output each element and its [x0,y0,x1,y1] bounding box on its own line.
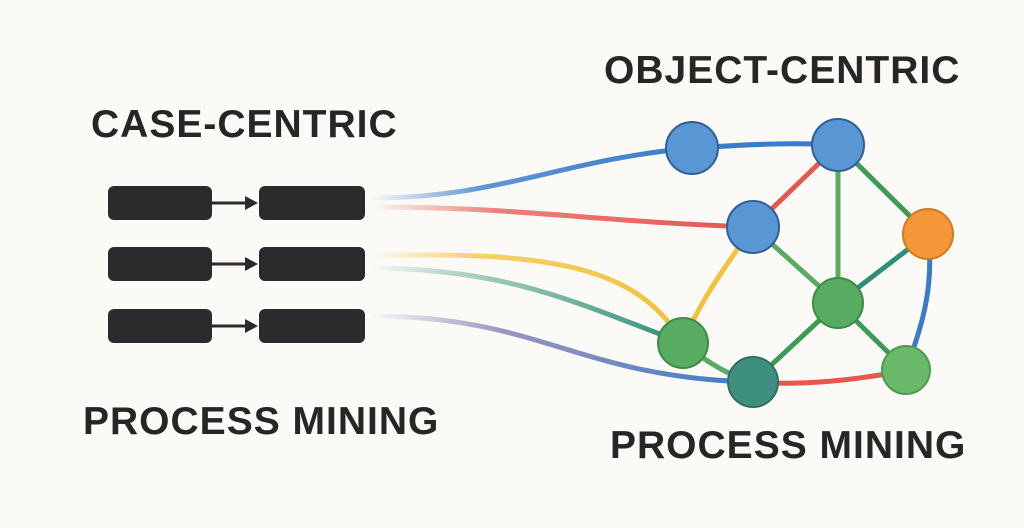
object-centric-title: OBJECT-CENTRIC [604,49,961,92]
case-centric-title: CASE-CENTRIC [91,103,398,146]
node-green-center [812,277,864,329]
sequence-arrow-head [245,319,258,333]
case-centric-subtitle: PROCESS MINING [83,400,440,443]
case-sequence-row [108,186,365,220]
node-blue-top-right [811,118,865,172]
flow-connector-yellow [371,252,686,345]
sequence-arrow-head [245,257,258,271]
event-box [108,186,212,220]
case-centric-sequences [108,186,365,343]
flow-connector-purple [371,313,754,385]
object-graph-edges [680,141,933,386]
case-sequence-row [108,247,365,281]
flow-connector-teal [371,265,684,346]
node-green-bottom-right [881,345,931,395]
event-box [259,309,365,343]
object-centric-subtitle: PROCESS MINING [610,424,967,467]
node-green-left [657,317,709,369]
flow-connector-blue [371,145,693,201]
sequence-arrow-head [245,196,258,210]
node-teal-bottom [727,356,779,408]
node-blue-top-left [665,121,719,175]
flow-connector-red [371,204,754,230]
event-box [108,247,212,281]
event-box [108,309,212,343]
case-sequence-row [108,309,365,343]
node-orange [902,208,954,260]
node-blue-mid [726,200,780,254]
event-box [259,186,365,220]
object-graph-nodes [657,118,954,408]
event-box [259,247,365,281]
